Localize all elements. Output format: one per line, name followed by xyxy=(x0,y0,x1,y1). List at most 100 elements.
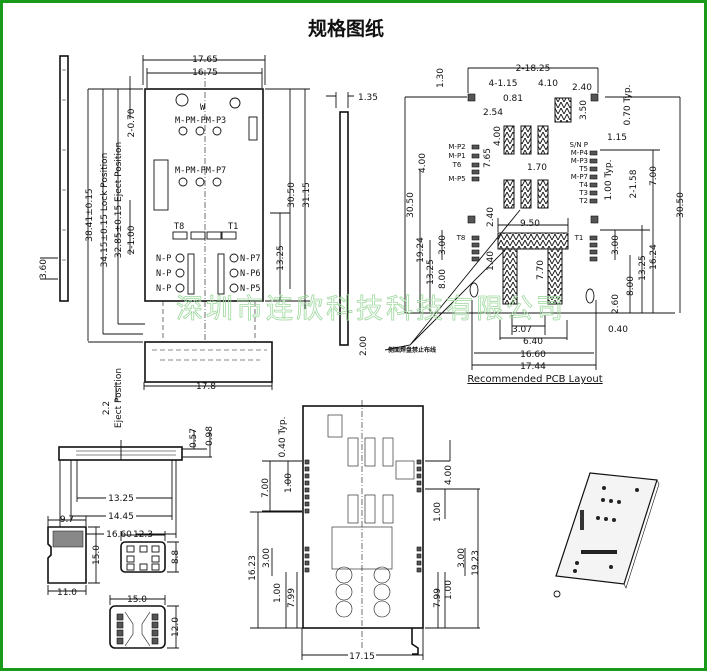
dim-8-8: 8.8 xyxy=(171,550,181,565)
dim-3-60: 3.60 xyxy=(39,259,49,279)
pcb-dim-9-50: 9.50 xyxy=(520,219,540,229)
dim-12-3: 12.3 xyxy=(133,530,153,540)
dim-lock-position: 34.15±0.15 Lock Position xyxy=(100,153,110,268)
pin-label: T4 xyxy=(578,181,588,189)
dim-17-65: 17.65 xyxy=(192,55,218,65)
dim-2-2: 2.2 xyxy=(102,401,112,415)
pcb-dim-8-00-right: 8.00 xyxy=(626,276,636,296)
pcb-layout: 2-18.25 1.30 4-1.15 4.10 2.40 0.81 3.50 … xyxy=(359,64,686,385)
label-t8: T8 xyxy=(174,222,184,232)
pcb-dim-4-10: 4.10 xyxy=(538,79,558,89)
pcb-dim-4-00-inner: 4.00 xyxy=(493,126,503,146)
pcb-dim-2-18-25: 2-18.25 xyxy=(516,64,551,74)
pcb-dim-2-40-top: 2.40 xyxy=(572,83,592,93)
pin-label: M-P7 xyxy=(571,173,588,181)
pin-label: M-P2 xyxy=(448,143,465,151)
micro-sim-card: 15.0 12.0 xyxy=(109,595,181,649)
pcb-dim-1-40: 1.40 xyxy=(486,251,496,271)
pcb-dim-30-50-left: 30.50 xyxy=(406,192,416,218)
pcb-dim-0-81: 0.81 xyxy=(503,94,523,104)
connector-body xyxy=(144,88,264,302)
bottom-dim-1-00-right: 1.00 xyxy=(433,502,443,522)
micro-sd-card: 9.7 15.0 11.0 xyxy=(47,515,102,598)
pcb-note: 侧面焊盘禁止布线 xyxy=(388,346,436,354)
label-np-l1: N-P xyxy=(156,254,171,264)
card-tray xyxy=(144,341,273,383)
pin-label: T2 xyxy=(578,197,588,205)
dim-16-60: 16.60 xyxy=(106,530,132,540)
bottom-dim-19-23: 19.23 xyxy=(471,550,481,576)
pcb-dim-30-50-right: 30.50 xyxy=(676,192,686,218)
bottom-dim-1-00-low-right: 1.00 xyxy=(444,580,454,600)
dim-eject-position: 32.85±0.15 Eject Position xyxy=(114,142,124,258)
pcb-dim-7-65: 7.65 xyxy=(483,148,493,168)
dim-0-57: 0.57 xyxy=(189,428,199,448)
pin-label: M-P3 xyxy=(571,157,588,165)
dim-1-35: 1.35 xyxy=(358,93,378,103)
label-np-l3: N-P xyxy=(156,284,171,294)
pcb-dim-3-00-left: 3.00 xyxy=(438,235,448,255)
dim-17-8: 17.8 xyxy=(196,382,216,392)
pcb-dim-4-1-15: 4-1.15 xyxy=(488,79,517,89)
label-w: W xyxy=(200,103,206,113)
watermark: 深圳市连欣科技科技有限公司 xyxy=(176,294,566,325)
pcb-dim-1-30: 1.30 xyxy=(436,68,446,88)
side-view: 0.57 0.98 13.25 14.45 16.60 xyxy=(58,426,215,540)
pcb-dim-2-00: 2.00 xyxy=(359,336,369,356)
pcb-dim-2-1-58: 2-1.58 xyxy=(629,169,639,198)
pin-label: M-P1 xyxy=(448,152,465,160)
pcb-dim-19-24: 19.24 xyxy=(416,237,426,263)
pin-label: T6 xyxy=(452,161,462,169)
pin-label: T3 xyxy=(578,189,588,197)
pcb-dim-3-07: 3.07 xyxy=(512,325,532,335)
dim-0-98: 0.98 xyxy=(205,426,215,446)
label-row2: M-PM-PM-P7 xyxy=(175,166,226,176)
pcb-dim-0-70-typ: 0.70 Typ. xyxy=(623,85,633,126)
detect-hole xyxy=(175,93,189,107)
pcb-dim-3-50: 3.50 xyxy=(579,100,589,120)
dim-9-7: 9.7 xyxy=(60,515,74,525)
side-profile-right xyxy=(339,111,349,346)
dim-2-1-00: 2-1.00 xyxy=(127,225,137,254)
pcb-dim-2-54: 2.54 xyxy=(483,108,503,118)
bottom-dim-3-00-left: 3.00 xyxy=(262,548,272,568)
label-np5: N-P5 xyxy=(240,284,260,294)
dim-30-50: 30.50 xyxy=(287,182,297,208)
pcb-dim-13-25-right: 13.25 xyxy=(638,255,648,281)
pcb-dim-2-60: 2.60 xyxy=(611,294,621,314)
bottom-dim-3-00-right: 3.00 xyxy=(457,548,467,568)
nano-sim-card: 12.3 8.8 xyxy=(120,530,181,573)
dim-13-25: 13.25 xyxy=(276,245,286,271)
label-t1: T1 xyxy=(228,222,238,232)
dim-2-0-70: 2-0.70 xyxy=(127,108,137,137)
bottom-dim-1-00-low: 1.00 xyxy=(273,583,283,603)
pcb-dim-16-24: 16.24 xyxy=(649,244,659,270)
pcb-dim-6-40: 6.40 xyxy=(523,337,543,347)
dim-12-0: 12.0 xyxy=(171,617,181,637)
pin-label: T5 xyxy=(578,165,588,173)
dim-13-25: 13.25 xyxy=(108,494,134,504)
bottom-view: 0.40 Typ. 7.00 1.00 4.00 1.00 19.23 16.2… xyxy=(248,400,481,662)
pin-label: M-P4 xyxy=(571,149,589,157)
label-np-l2: N-P xyxy=(156,269,171,279)
dim-15-0: 15.0 xyxy=(92,545,102,565)
dim-11-0: 11.0 xyxy=(57,588,77,598)
bottom-dim-7-00: 7.00 xyxy=(261,478,271,498)
label-np6: N-P6 xyxy=(240,269,260,279)
pcb-dim-16-60: 16.60 xyxy=(520,350,546,360)
pcb-dim-1-00-typ: 1.00 Typ. xyxy=(604,160,614,201)
pcb-dim-17-44: 17.44 xyxy=(520,362,546,372)
pcb-dim-8-00-left: 8.00 xyxy=(438,269,448,289)
pcb-dim-3-00-right: 3.00 xyxy=(611,235,621,255)
bottom-dim-7-99-left: 7.99 xyxy=(287,588,297,608)
bottom-dim-17-15: 17.15 xyxy=(349,652,375,662)
dim-31-15: 31.15 xyxy=(302,182,312,208)
main-top-view: 3.60 17.65 16.75 17.8 38.41±0.15 34.15±0… xyxy=(39,55,378,428)
pcb-dim-4-00-left: 4.00 xyxy=(418,153,428,173)
bottom-dim-0-40-typ: 0.40 Typ. xyxy=(278,417,288,458)
bottom-dim-1-00: 1.00 xyxy=(284,473,294,493)
label-row1: M-PM-PM-P3 xyxy=(175,116,226,126)
